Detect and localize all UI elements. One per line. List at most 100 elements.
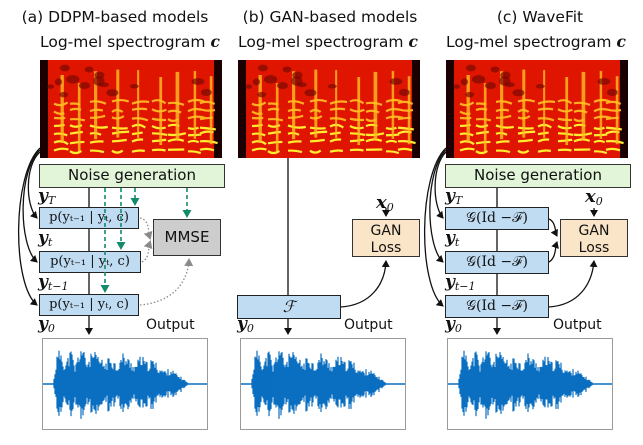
spectrogram-harmonic	[111, 138, 127, 143]
panel-a-label-yt-minus-1: yt−1	[38, 272, 69, 293]
spectrogram-harmonic	[329, 100, 348, 105]
spectrogram-formant	[357, 77, 361, 146]
spectrogram-harmonic	[329, 138, 342, 143]
spectrogram-dark-patch	[78, 82, 91, 90]
spectrogram-silence	[446, 60, 454, 158]
spectrogram-dark-patch	[606, 88, 618, 97]
spectrogram-formant	[314, 69, 318, 138]
spectrogram-formant	[599, 70, 603, 139]
spectrogram-harmonic	[397, 108, 414, 112]
spectrogram-harmonic	[517, 126, 534, 130]
spectrogram-formant	[543, 70, 546, 139]
spectrogram-dark-patch	[245, 84, 252, 89]
spectrogram-formant	[175, 71, 180, 140]
spectrogram-harmonic	[397, 147, 413, 152]
spectrogram-silence	[214, 60, 222, 158]
spectrogram-dark-patch	[84, 66, 94, 73]
spectrogram-dark-patch	[453, 84, 460, 89]
spectrogram-dark-patch	[59, 64, 70, 72]
panel-c-subtitle: Log-mel spectrogram c	[446, 32, 626, 51]
panel-b-subtitle-text: Log-mel spectrogram	[238, 33, 404, 51]
spectrogram-harmonic	[89, 149, 105, 154]
spectrogram-formant	[391, 70, 395, 139]
spectrogram-harmonic	[537, 149, 552, 153]
spectrogram-harmonic	[287, 149, 303, 154]
panel-b-label-y0: y0	[237, 314, 254, 335]
spectrogram-harmonic	[151, 117, 167, 122]
spectrogram-harmonic	[309, 149, 322, 154]
spectrogram-harmonic	[349, 148, 364, 152]
spectrogram-formant	[209, 76, 213, 145]
panel-a-waveform	[43, 350, 207, 419]
spectrogram-dark-patch	[257, 64, 268, 72]
panel-b-loss-label: Loss	[370, 240, 402, 256]
spectrogram-harmonic	[605, 100, 622, 105]
panel-a-block-1: p(yₜ₋₁ | yₜ, c)	[39, 207, 139, 229]
panel-c-subtitle-text: Log-mel spectrogram	[446, 33, 612, 51]
spectrogram-harmonic	[187, 139, 200, 144]
spectrogram-dark-patch	[263, 75, 278, 84]
spectrogram-harmonic	[605, 139, 624, 145]
spectrogram-harmonic	[131, 100, 150, 105]
spectrogram-harmonic	[199, 147, 215, 152]
spectrogram-dark-patch	[65, 75, 80, 84]
spectrogram-silence	[620, 60, 628, 158]
panel-c-cond-symbol: c	[616, 32, 626, 51]
spectrogram-harmonic	[151, 108, 167, 113]
spectrogram-harmonic	[287, 100, 305, 105]
spectrogram-dark-patch	[291, 76, 303, 86]
spectrogram-harmonic	[475, 150, 489, 155]
spectrogram-formant	[615, 76, 619, 145]
panel-c-block-3: 𝒢(Id −ℱ)	[445, 295, 549, 318]
spectrogram-dark-patch	[282, 66, 292, 73]
spectrogram-harmonic	[557, 124, 573, 130]
spectrogram-formant	[77, 83, 81, 152]
panel-a-spectrogram	[40, 60, 222, 158]
spectrogram-harmonic	[537, 138, 550, 143]
panel-c-label-yt-minus-1: yt−1	[445, 272, 476, 293]
spectrogram-dark-patch	[257, 91, 267, 98]
panel-a-condition-arrows	[17, 147, 41, 306]
panel-c-output-label: Output	[553, 317, 602, 333]
panel-c-target-x0: x0	[585, 186, 603, 208]
spectrogram-dark-patch	[535, 84, 545, 89]
spectrogram-harmonic	[69, 117, 86, 122]
spectrogram-formant	[60, 75, 64, 144]
panel-c-condition-arrows	[423, 147, 447, 307]
spectrogram-dark-patch	[490, 66, 500, 73]
spectrogram-harmonic	[349, 138, 365, 143]
spectrogram-dark-patch	[93, 76, 105, 86]
spectrogram-harmonic	[517, 138, 533, 143]
panel-c-block-1: 𝒢(Id −ℱ)	[445, 207, 549, 230]
spectrogram-harmonic	[495, 140, 510, 144]
spectrogram-harmonic	[131, 149, 146, 153]
panel-c-waveform-box	[447, 338, 613, 430]
spectrogram-harmonic	[593, 150, 608, 155]
spectrogram-silence	[40, 60, 48, 158]
panel-a-noise-generation-box: Noise generation	[39, 164, 225, 188]
spectrogram-harmonic	[495, 114, 512, 119]
panel-c-gan-label: GAN	[578, 223, 610, 239]
spectrogram-dark-patch	[129, 84, 139, 89]
panel-b-waveform-box	[240, 338, 406, 430]
spectrogram-harmonic	[385, 126, 397, 130]
panel-b-subtitle: Log-mel spectrogram c	[238, 32, 418, 51]
panel-a-subtitle: Log-mel spectrogram c	[40, 32, 220, 51]
spectrogram-harmonic	[517, 149, 530, 154]
panel-a-output-label: Output	[146, 317, 195, 333]
panel-c-block-2: 𝒢(Id −ℱ)	[445, 251, 549, 274]
spectrogram-dark-patch	[460, 78, 469, 86]
panel-c-label-yt: yt	[445, 228, 460, 249]
spectrogram-harmonic	[495, 100, 513, 105]
spectrogram-harmonic	[89, 114, 106, 119]
panel-c-title: (c) WaveFit	[496, 8, 584, 26]
panel-a-waveform-box	[42, 338, 208, 430]
spectrogram-formant	[466, 75, 470, 144]
spectrogram-harmonic	[557, 99, 573, 105]
spectrogram-harmonic	[397, 126, 414, 131]
spectrogram-harmonic	[111, 126, 128, 130]
spectrogram-harmonic	[131, 107, 148, 111]
spectrogram-formant	[116, 69, 120, 138]
spectrogram-harmonic	[349, 99, 365, 105]
spectrogram-harmonic	[605, 147, 621, 152]
